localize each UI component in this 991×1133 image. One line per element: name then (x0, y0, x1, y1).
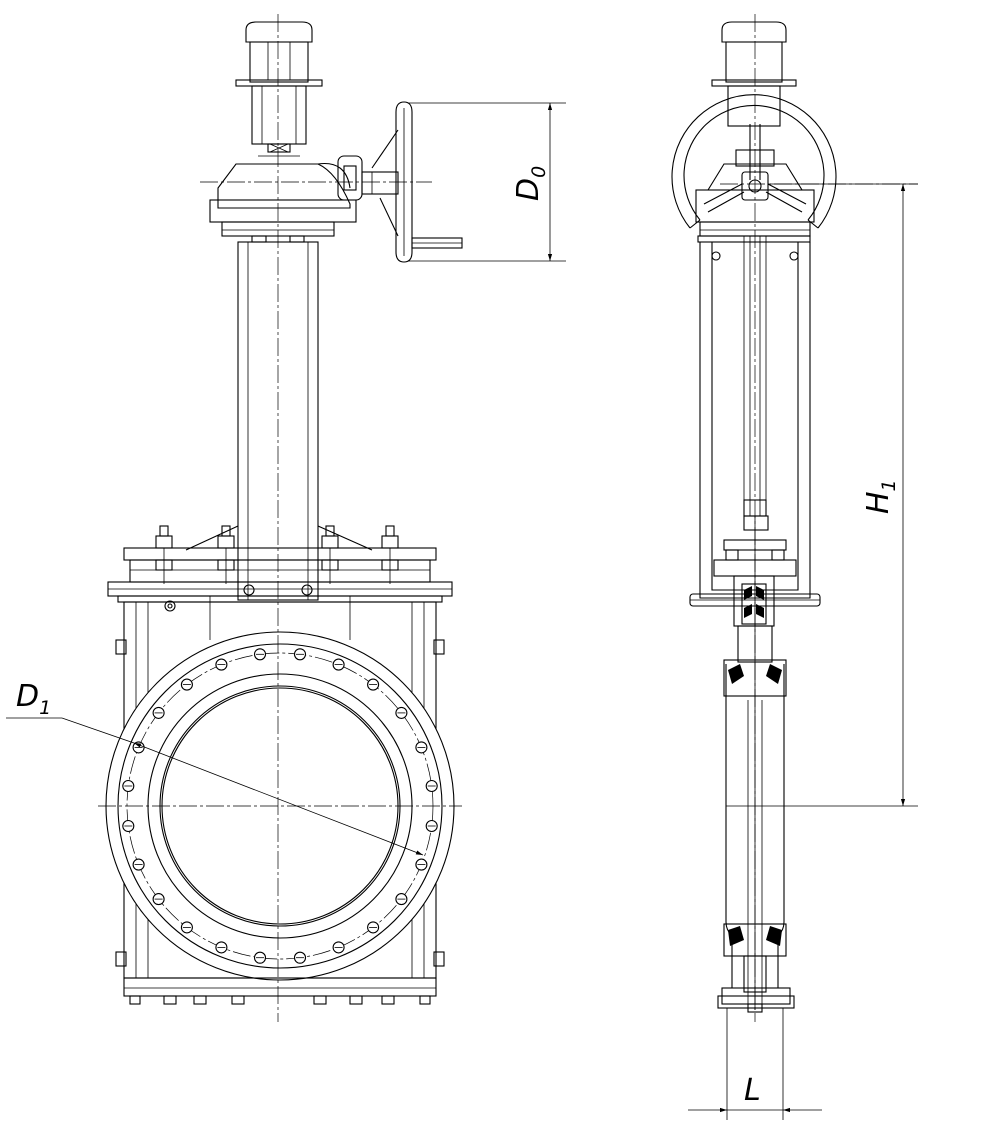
d1-dimension: D1 (6, 679, 424, 856)
front-handwheel (371, 101, 463, 263)
d0-dimension: D0 (408, 102, 566, 262)
side-view (671, 14, 918, 1022)
side-yoke (697, 235, 811, 599)
h1-label: H1 (861, 479, 900, 514)
front-bonnet (107, 525, 453, 612)
side-gearbox (695, 149, 918, 237)
side-handwheel (671, 94, 837, 229)
d0-label: D0 (511, 166, 550, 201)
l-dimension: L (688, 1008, 822, 1120)
front-gland-studs (155, 525, 399, 584)
front-gearbox (200, 155, 432, 237)
front-bottom-bolts (123, 977, 437, 1005)
side-body (717, 659, 795, 1013)
l-label: L (744, 1073, 761, 1108)
front-top-cap (235, 21, 323, 157)
h1-dimension: H1 (726, 183, 918, 807)
front-view (98, 14, 463, 1022)
side-top-cap (711, 21, 797, 127)
d1-label: D1 (16, 679, 51, 719)
